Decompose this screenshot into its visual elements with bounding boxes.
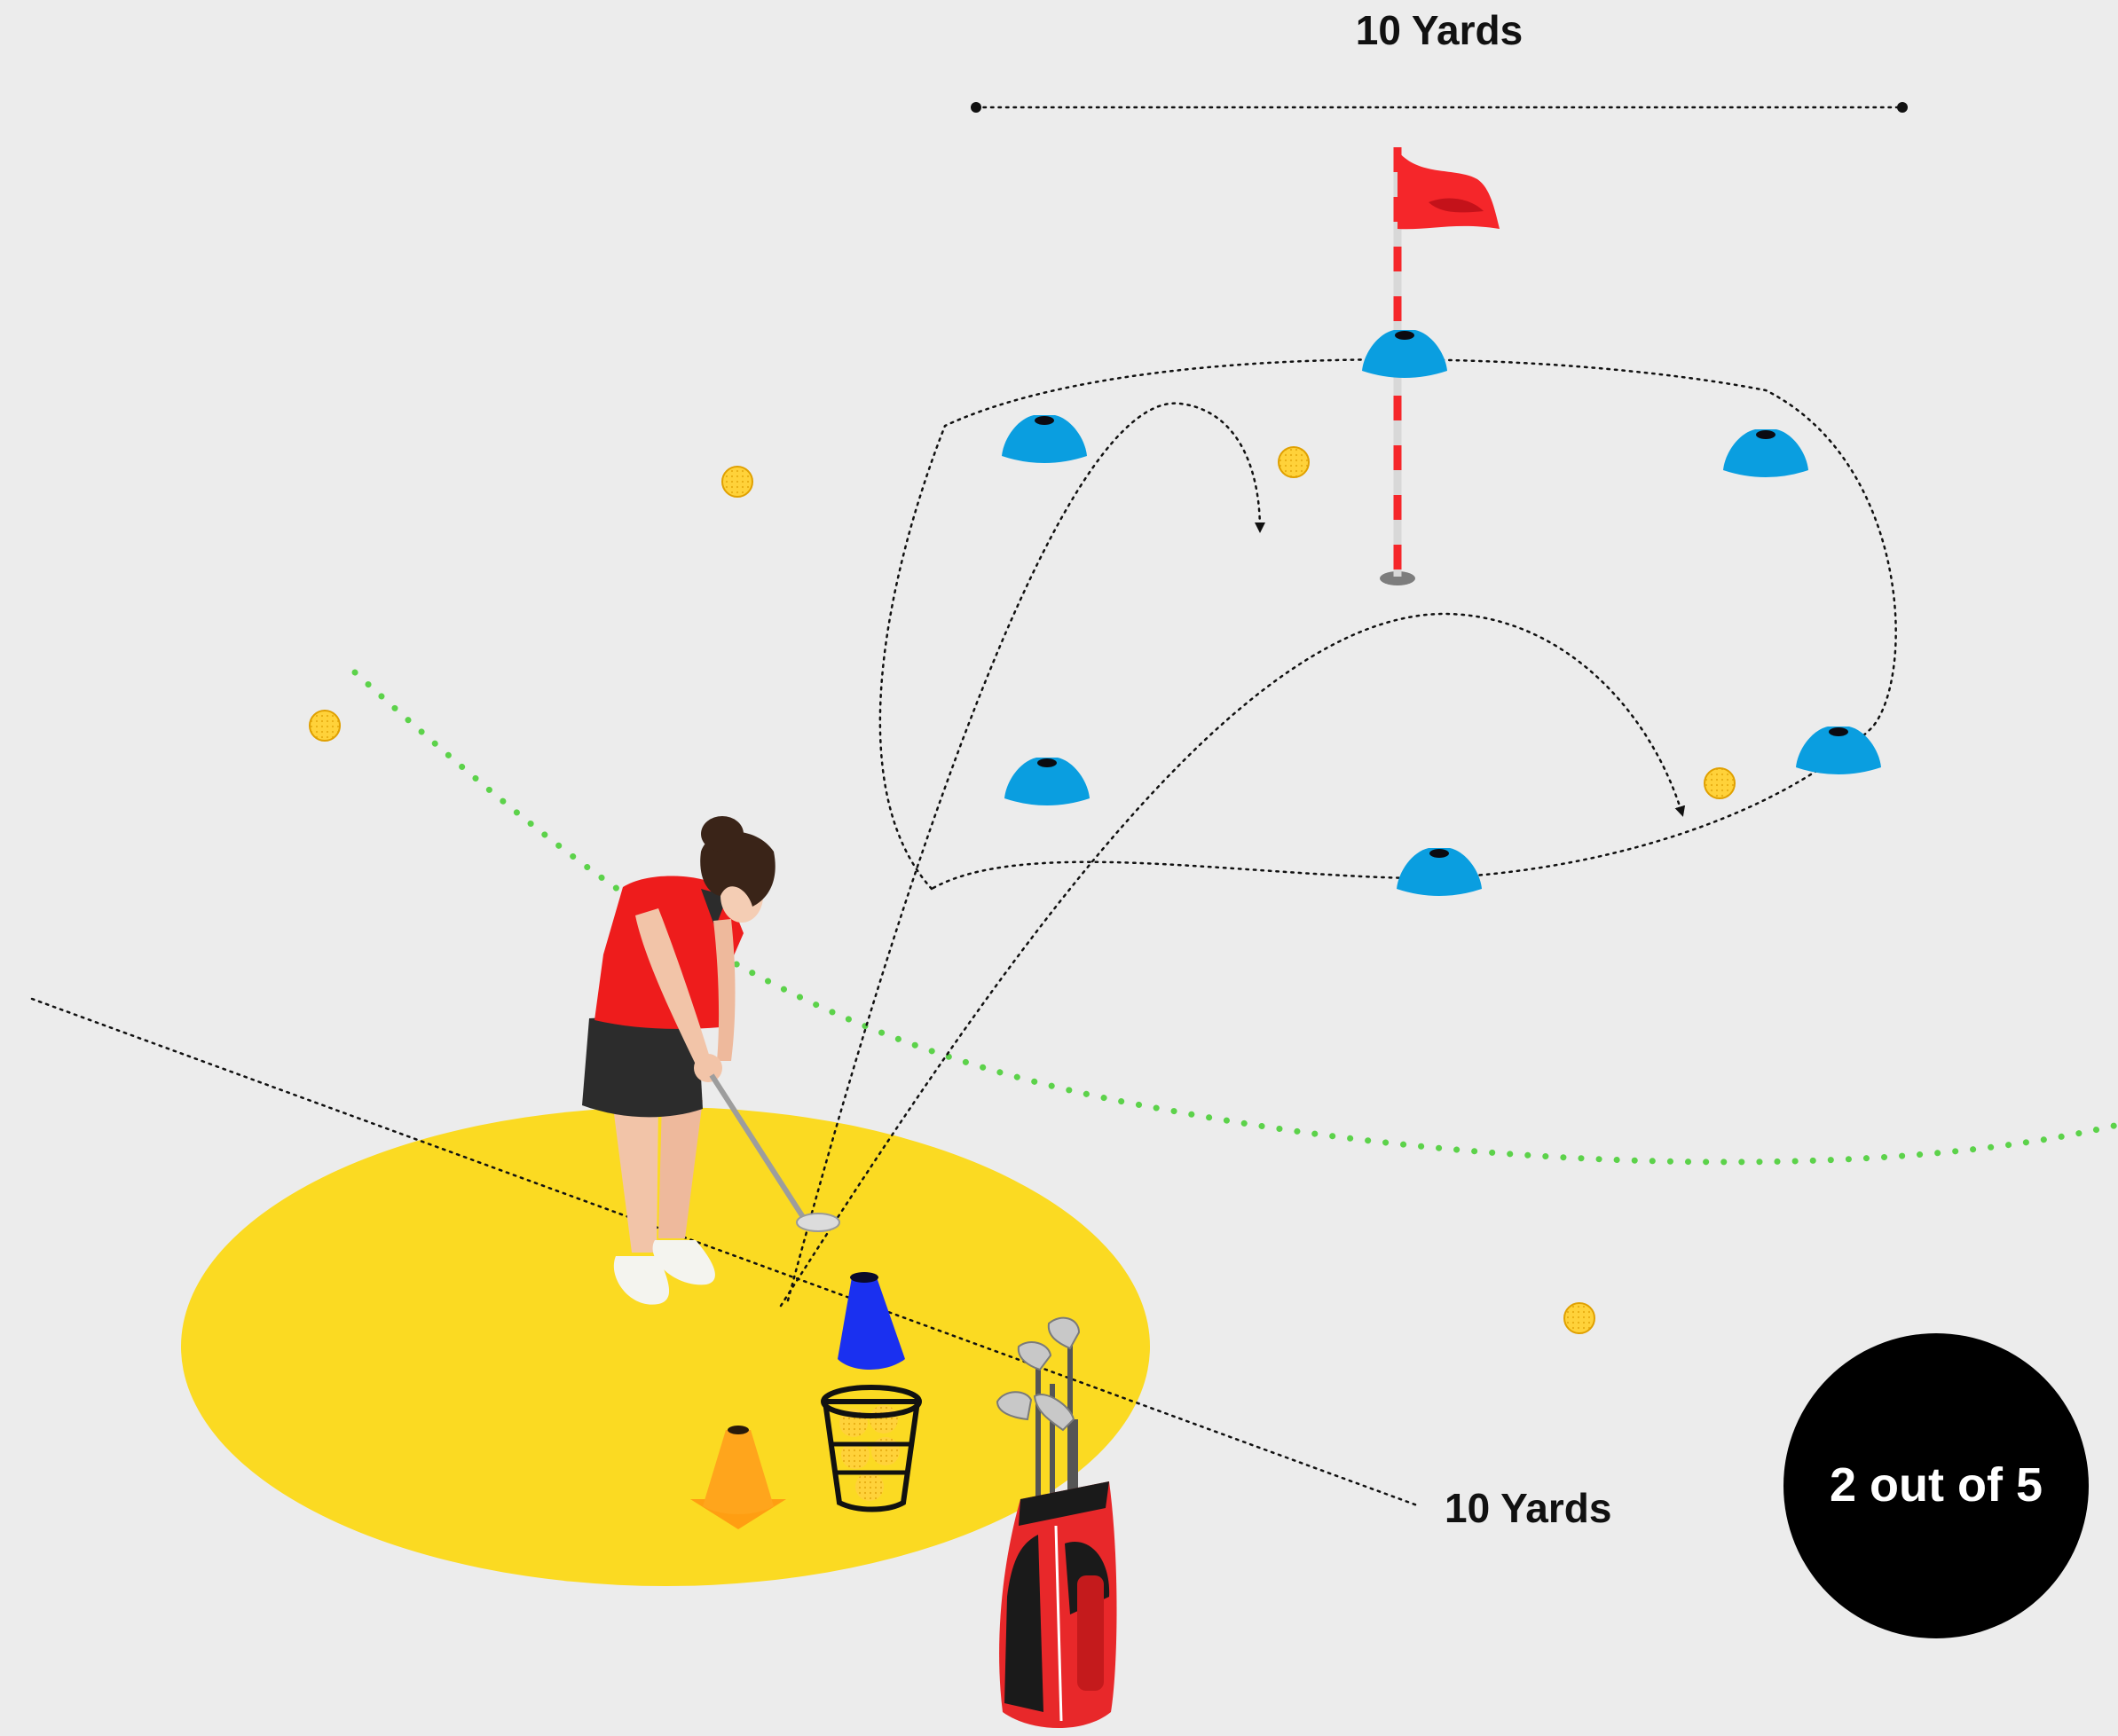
- target-ring: [878, 357, 1897, 891]
- side-distance-label: 10 Yards: [1445, 1485, 1611, 1531]
- golf-ball: [309, 710, 341, 742]
- club-head: [1017, 1341, 1052, 1371]
- ball-path-left: [786, 402, 1265, 1302]
- club-head: [1033, 1394, 1075, 1432]
- blue-marker-cone: [838, 1272, 905, 1370]
- club-head: [996, 1391, 1033, 1421]
- flagstick: [1380, 147, 1500, 585]
- golf-bag: [996, 1316, 1117, 1729]
- golf-ball: [1704, 767, 1736, 799]
- golf-ball: [1278, 446, 1310, 478]
- top-distance-endpoint-right: [1897, 102, 1908, 113]
- top-distance-label: 10 Yards: [1356, 7, 1523, 53]
- club-head: [1047, 1316, 1081, 1350]
- green-boundary-line: [351, 669, 2118, 1166]
- golf-ball: [721, 466, 753, 498]
- orange-traffic-cone: [690, 1426, 786, 1529]
- reference-lines: [30, 106, 1904, 1508]
- progress-badge: [1783, 1333, 2089, 1638]
- golf-balls: [309, 446, 1736, 1334]
- ball-basket: [821, 1385, 922, 1512]
- ball-path-right: [779, 612, 1686, 1308]
- progress-label: 2 out of 5: [1830, 1458, 2043, 1512]
- diagonal-reference-line: [30, 997, 1421, 1508]
- golf-ball: [1563, 1302, 1595, 1334]
- golfer: [582, 816, 840, 1305]
- top-distance-endpoint-left: [971, 102, 981, 113]
